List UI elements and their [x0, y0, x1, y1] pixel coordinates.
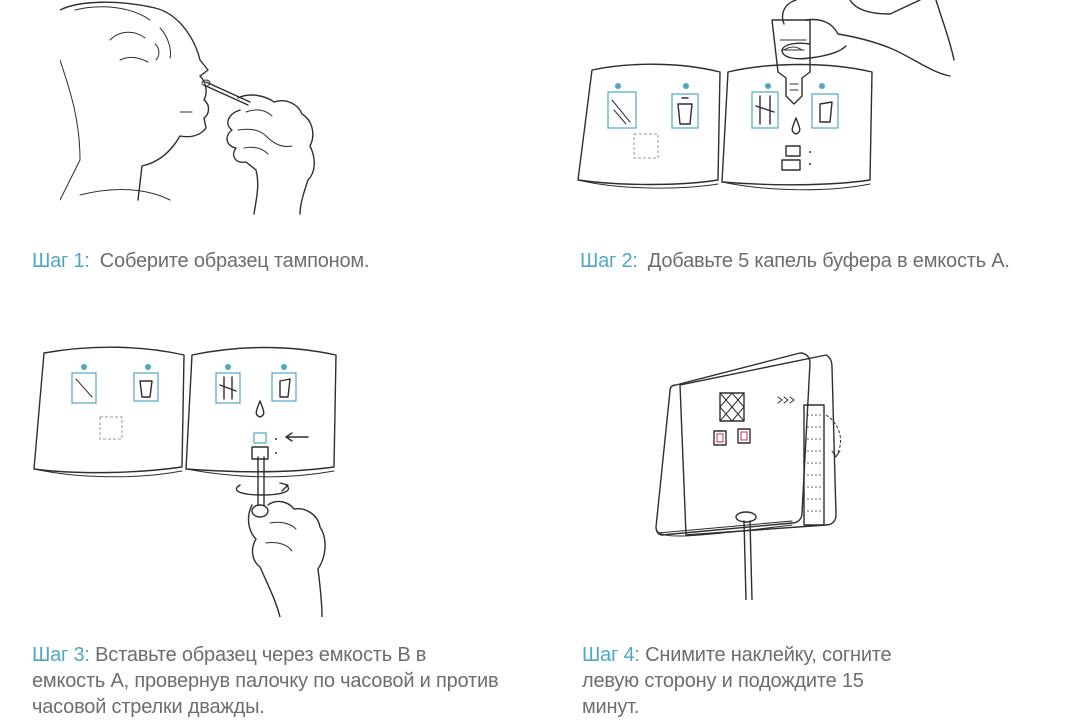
step-1-label: Шаг 1: — [32, 250, 90, 272]
step-4-line-3: минут. — [582, 696, 640, 718]
step4-illustration — [650, 345, 860, 600]
step2-illustration — [570, 0, 960, 195]
caption-step-2: Шаг 2: Добавьте 5 капель буфера в емкость… — [580, 248, 1010, 274]
step-3-label: Шаг 3: — [32, 644, 90, 666]
step-3-line-3: часовой стрелки дважды. — [32, 696, 265, 718]
step-4-line-2: левую сторону и подождите 15 — [582, 670, 864, 692]
step-2-text: Добавьте 5 капель буфера в емкость А. — [647, 250, 1010, 272]
step-3-line-2: емкость А, провернув палочку по часовой … — [32, 670, 499, 692]
step3-illustration — [30, 345, 360, 617]
step-3-line-1: Шаг 3: Вставьте образец через емкость В … — [32, 644, 427, 666]
caption-step-3: Шаг 3: Вставьте образец через емкость В … — [32, 642, 499, 720]
caption-step-4: Шаг 4: Снимите наклейку, согните левую с… — [582, 642, 892, 720]
step1-illustration — [60, 0, 360, 215]
step-1-text: Соберите образец тампоном. — [99, 250, 370, 272]
caption-step-1: Шаг 1: Соберите образец тампоном. — [32, 248, 370, 274]
step-2-label: Шаг 2: — [580, 250, 638, 272]
step-4-label: Шаг 4: — [582, 644, 640, 666]
step-4-line-1: Шаг 4: Снимите наклейку, согните — [582, 644, 892, 666]
